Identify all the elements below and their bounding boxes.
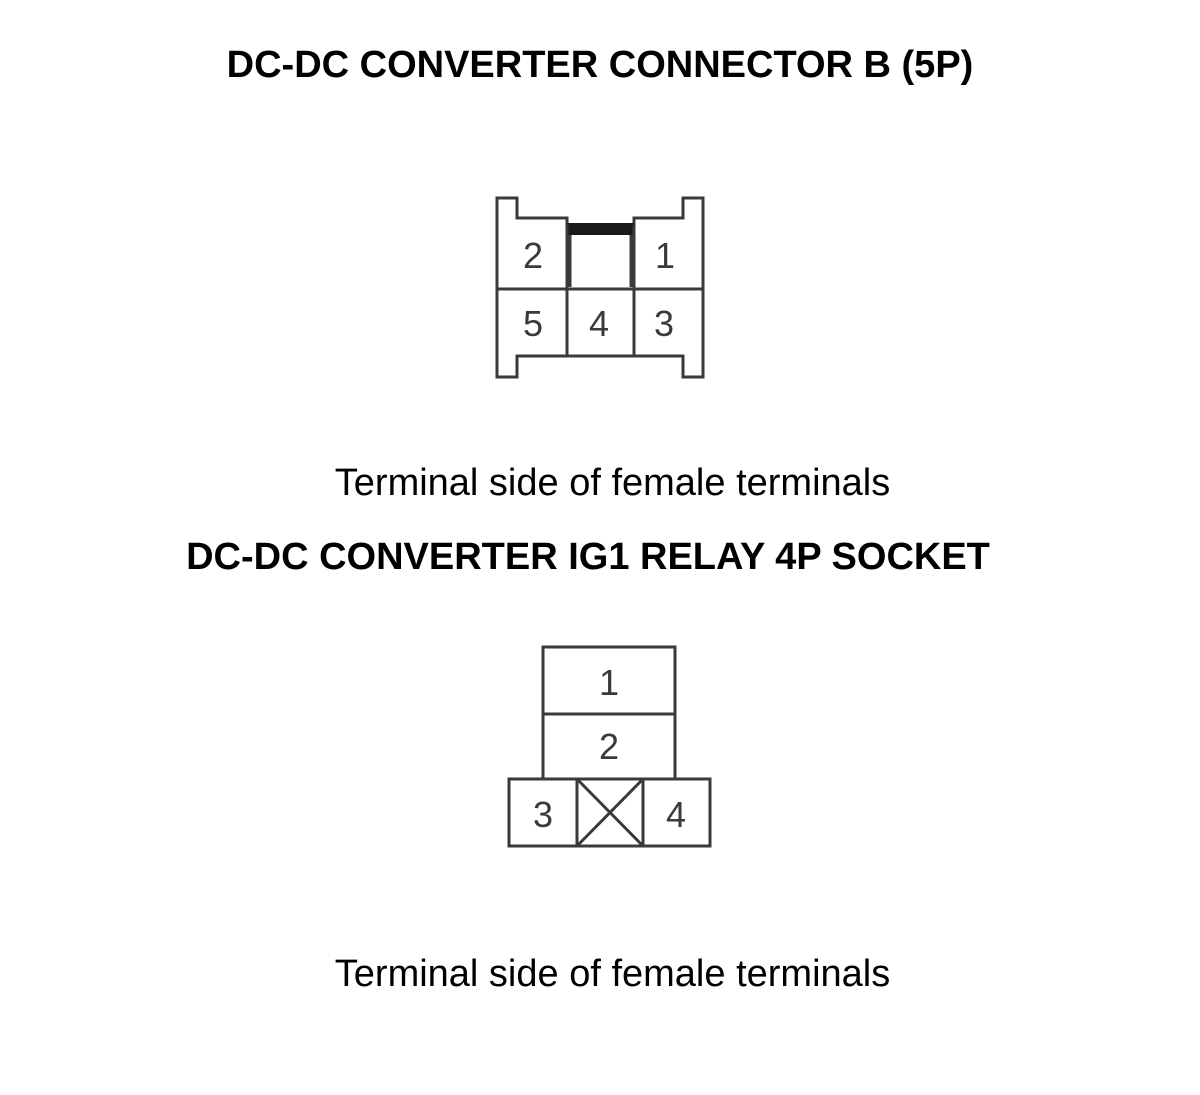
relay-socket-blocked-x-2	[575, 777, 645, 848]
connector-b-caption: Terminal side of female terminals	[334, 462, 891, 504]
connector-b-pin-5: 5	[523, 303, 543, 344]
relay-socket-diagram: 1 2 3 4	[507, 645, 712, 848]
connector-b-pin-2: 2	[523, 235, 543, 276]
relay-socket-pin-1: 1	[599, 662, 619, 703]
relay-socket-cavity-1	[541, 645, 677, 716]
relay-socket-cavity-2	[541, 712, 677, 781]
connector-b-lock-key	[567, 223, 634, 235]
connector-b-title: DC-DC CONVERTER CONNECTOR B (5P)	[226, 44, 974, 86]
relay-socket-pin-2: 2	[599, 726, 619, 767]
relay-socket-caption: Terminal side of female terminals	[334, 953, 891, 995]
relay-socket-cavity-4	[641, 777, 712, 848]
relay-socket-pin-4: 4	[666, 794, 686, 835]
connector-b-pin-4: 4	[589, 303, 609, 344]
relay-socket-pin-3: 3	[533, 794, 553, 835]
connector-b-pin-1: 1	[655, 235, 675, 276]
relay-socket-cavity-3	[507, 777, 579, 848]
connector-b-pin-3: 3	[654, 303, 674, 344]
connector-b-diagram: 2 1 5 4 3	[495, 196, 705, 379]
relay-socket-title: DC-DC CONVERTER IG1 RELAY 4P SOCKET	[186, 536, 990, 578]
